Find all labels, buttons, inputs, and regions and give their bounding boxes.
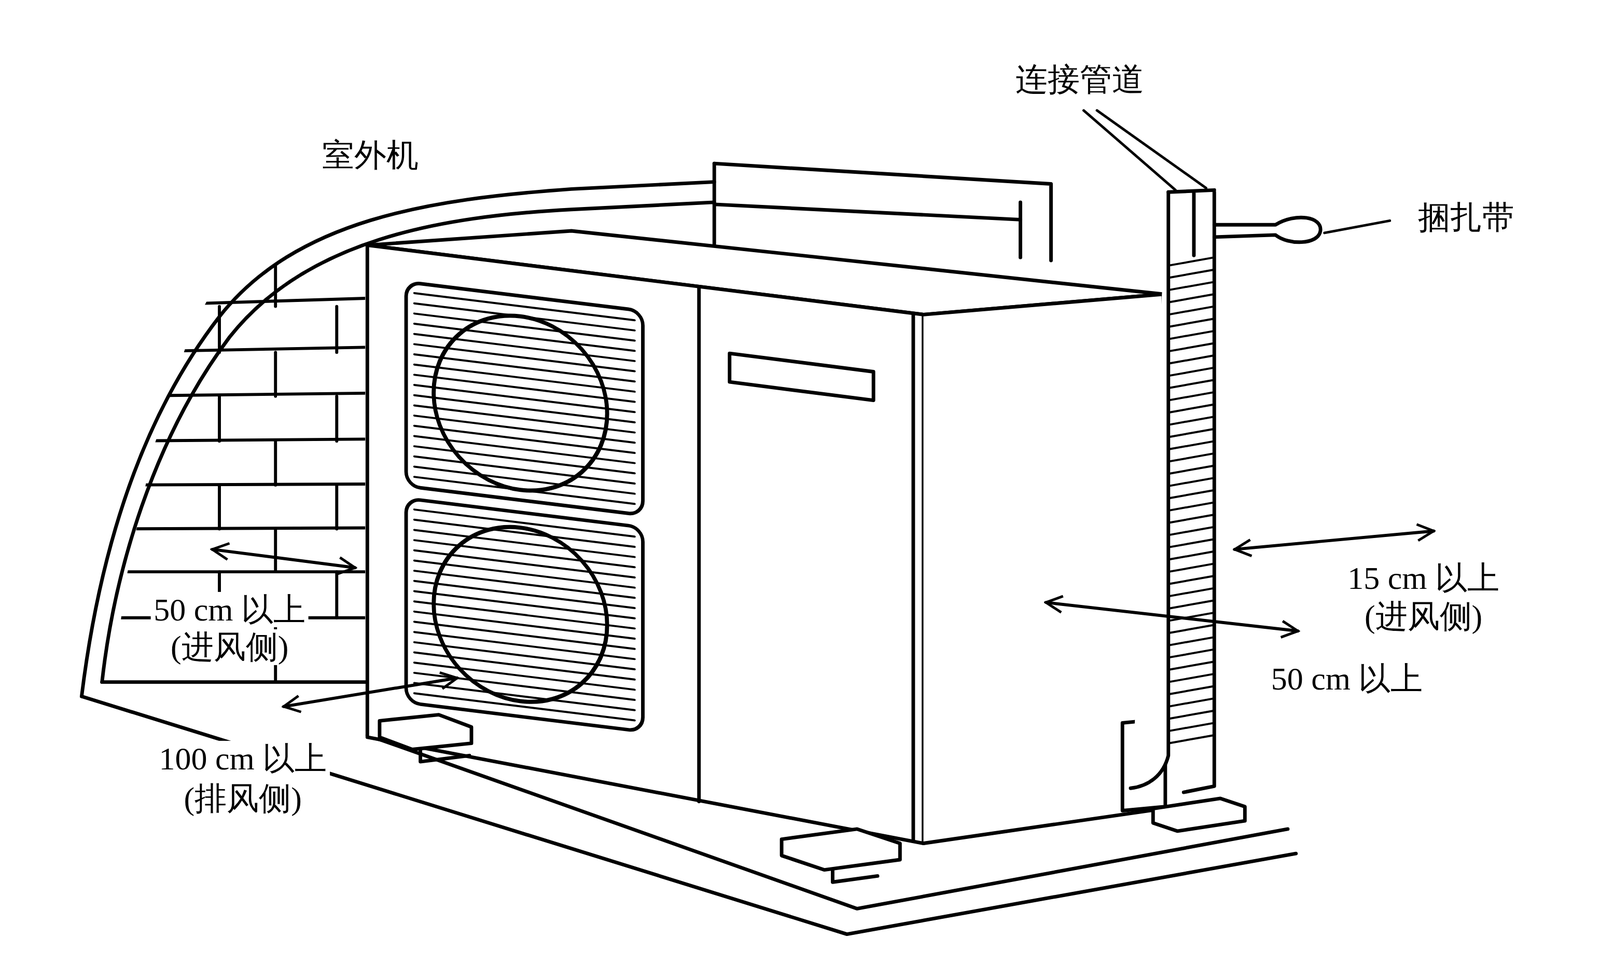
illustration-part <box>1234 530 1435 549</box>
illustration-part <box>212 549 355 568</box>
illustration-part <box>1168 189 1215 256</box>
dimension-label: 50 cm 以上 <box>1268 660 1427 697</box>
label-text: (进风侧) <box>1364 598 1483 634</box>
label-text: 50 cm 以上 <box>153 591 306 627</box>
side-note: (进风侧) <box>167 629 292 665</box>
unit-callout: 室外机 <box>318 137 422 173</box>
illustration-part <box>102 265 368 683</box>
illustration-part <box>102 679 368 684</box>
illustration-part <box>781 828 900 870</box>
label-text: 捆扎带 <box>1417 199 1515 235</box>
label-text: 15 cm 以上 <box>1347 559 1500 595</box>
illustration-part <box>414 293 635 504</box>
label-text: 100 cm 以上 <box>158 740 327 776</box>
illustration-part <box>406 281 643 516</box>
side-note: (进风侧) <box>1361 598 1486 634</box>
pipe-callout: 连接管道 <box>1012 61 1148 97</box>
illustration-part <box>379 714 472 750</box>
illustration-part <box>433 517 607 713</box>
illustration-part <box>283 677 457 707</box>
illustration-part <box>414 509 635 720</box>
illustration-part <box>1324 220 1390 233</box>
illustration-part <box>714 163 1051 261</box>
illustration-part <box>714 204 1021 220</box>
illustration-part <box>1083 110 1206 190</box>
label-text: 室外机 <box>322 137 419 173</box>
illustration-part <box>1214 217 1321 243</box>
label-text: 连接管道 <box>1015 61 1145 97</box>
illustration-part <box>420 748 470 762</box>
illustration-part <box>406 281 643 516</box>
illustration-part <box>1046 602 1299 631</box>
illustration-part <box>1130 191 1169 788</box>
illustration-part <box>406 497 643 732</box>
dimension-label: 100 cm 以上 <box>155 740 330 776</box>
illustration-part <box>367 245 924 844</box>
dimension-label: 15 cm 以上 <box>1344 559 1503 595</box>
side-note: (排风侧) <box>181 780 305 816</box>
illustration-part <box>102 298 368 618</box>
illustration-part <box>911 313 915 841</box>
illustration-part <box>81 110 1434 935</box>
strap-callout: 捆扎带 <box>1414 199 1518 235</box>
illustration-part <box>697 287 701 802</box>
illustration-part <box>406 497 643 732</box>
illustration-part <box>729 353 874 401</box>
dimension-label: 50 cm 以上 <box>150 591 309 627</box>
illustration-part <box>433 305 607 501</box>
label-text: (进风侧) <box>170 629 289 665</box>
illustration-part <box>832 869 878 883</box>
label-text: 50 cm 以上 <box>1271 660 1424 697</box>
label-text: (排风侧) <box>184 780 302 816</box>
illustration-part <box>1018 202 1023 258</box>
illustration-part <box>212 530 1434 706</box>
illustration-part <box>1168 257 1215 744</box>
